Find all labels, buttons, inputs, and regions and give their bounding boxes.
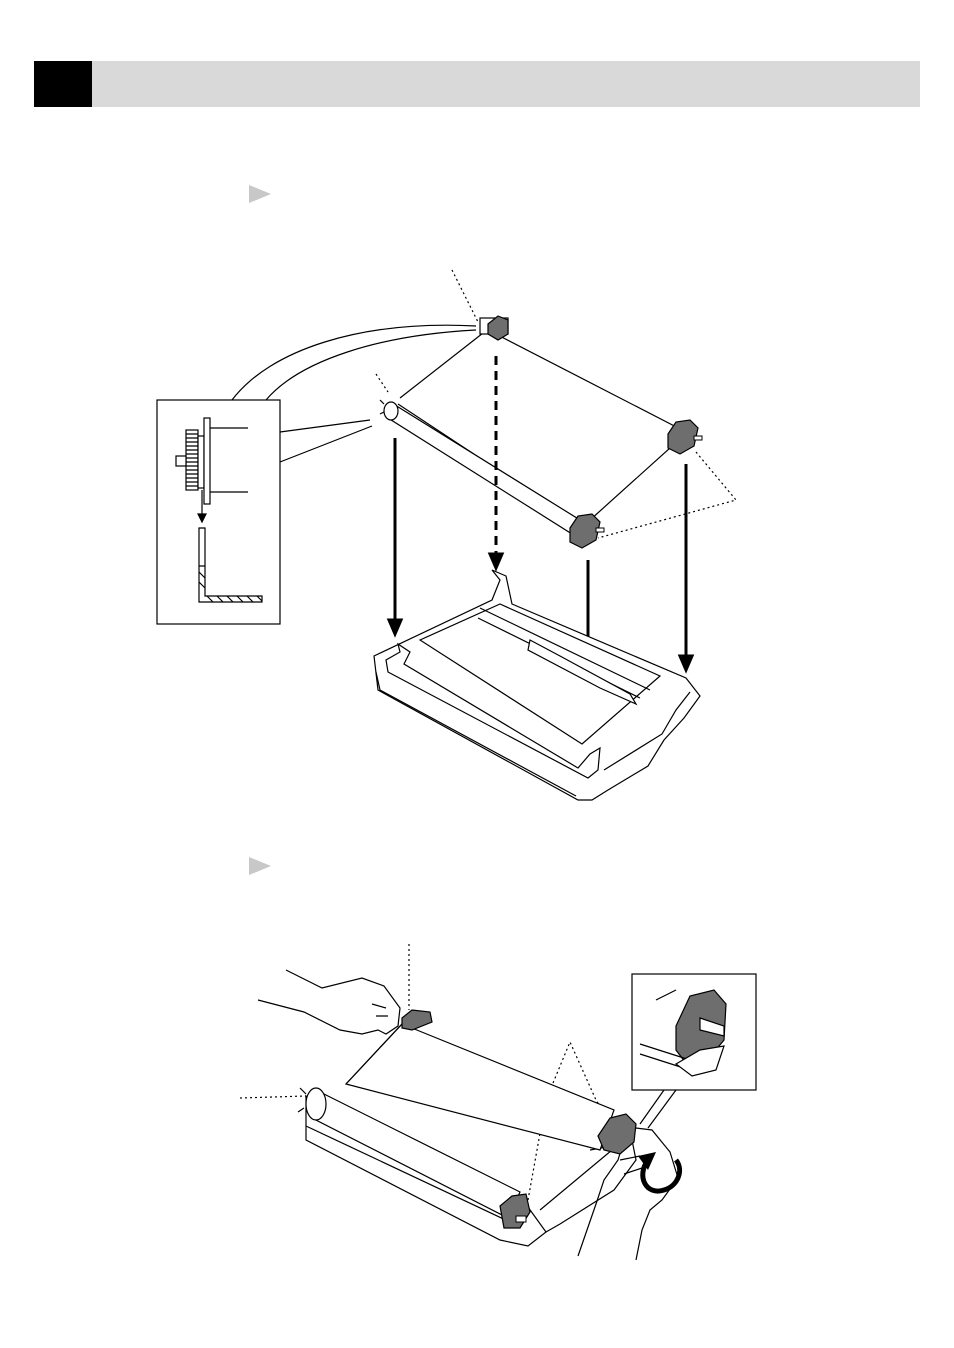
ribbon-tension-diagram: [0, 0, 954, 1348]
